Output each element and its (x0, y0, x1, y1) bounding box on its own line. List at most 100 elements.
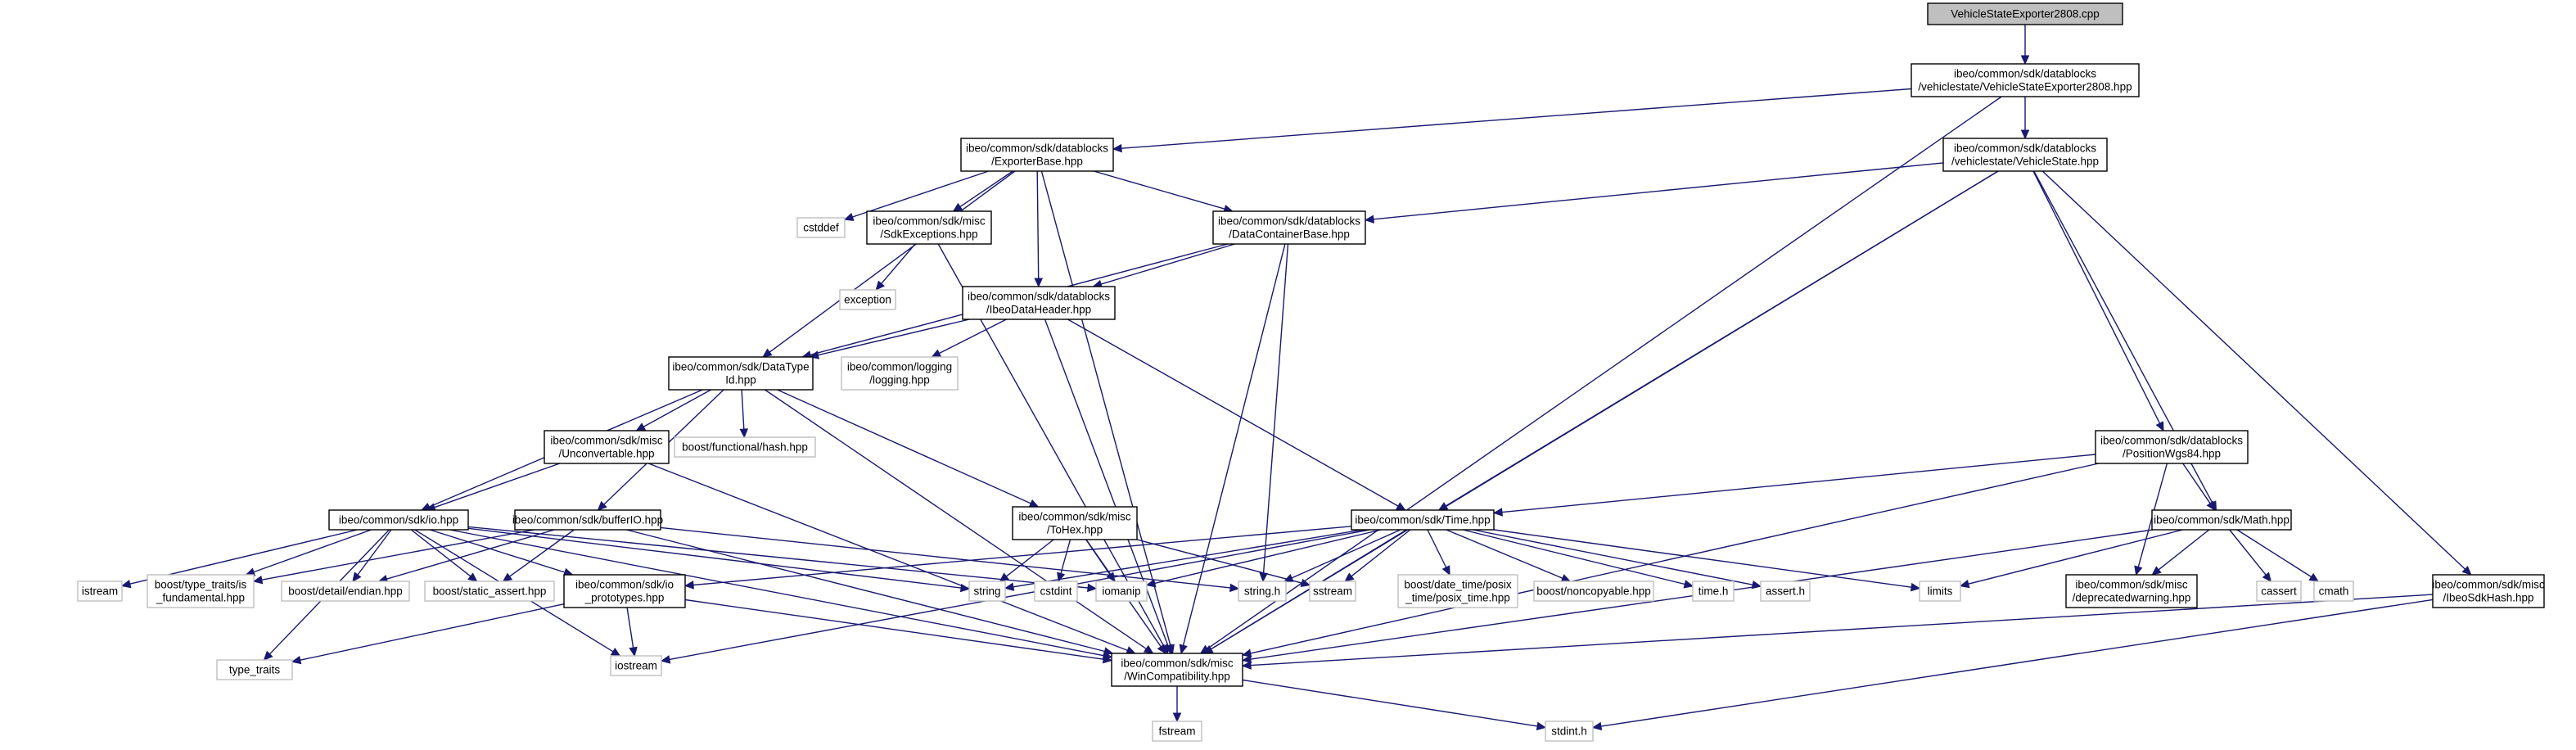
node-endian: boost/detail/endian.hpp (281, 581, 410, 602)
node-exporterbase[interactable]: ibeo/common/sdk/datablocks/ExporterBase.… (960, 138, 1114, 172)
node-box-sstream (1309, 581, 1356, 602)
node-box-stdint (1545, 721, 1594, 742)
node-box-unconvertable (544, 430, 670, 464)
node-vehiclestate[interactable]: ibeo/common/sdk/datablocks/vehiclestate/… (1942, 138, 2108, 172)
node-time_h: time.h (1692, 581, 1735, 602)
arrowhead-root-to-vse_hpp (2020, 55, 2030, 66)
node-box-sdkexceptions (866, 210, 992, 245)
arrowhead-ibeodataheader-to-logging (931, 349, 942, 358)
node-istream: istream (77, 581, 123, 602)
node-io_prototypes[interactable]: ibeo/common/sdk/io_prototypes.hpp (563, 574, 686, 608)
edge-ibeosdkhash-to-wincompat (1250, 594, 2434, 666)
node-label-string_h-line-0: string.h (1244, 585, 1280, 598)
node-label-string-line-0: string (973, 585, 1000, 598)
node-box-vehiclestate (1942, 138, 2108, 172)
node-label-type_traits-line-0: type_traits (229, 664, 281, 676)
node-label-math-line-0: ibeo/common/sdk/Math.hpp (2154, 514, 2290, 526)
arrowhead-exporterbase-to-sdkexceptions (952, 202, 963, 212)
edge-unconvertable-to-io (434, 463, 561, 508)
node-bufferio[interactable]: ibeo/common/sdk/bufferIO.hpp (512, 509, 663, 531)
node-label-posix_time-line-1: _time/posix_time.hpp (1405, 592, 1510, 604)
arrowhead-time-to-iostream (660, 655, 671, 664)
node-time[interactable]: ibeo/common/sdk/Time.hpp (1351, 509, 1495, 531)
node-box-time_h (1692, 581, 1735, 602)
edge-math-to-cmath (2236, 529, 2312, 578)
node-sdkexceptions[interactable]: ibeo/common/sdk/misc/SdkExceptions.hpp (866, 210, 992, 245)
node-static_assert: boost/static_assert.hpp (424, 581, 555, 602)
edge-exporterbase-to-cstddef (852, 170, 989, 218)
arrowhead-io_prototypes-to-wincompat (1102, 654, 1113, 664)
node-wincompat[interactable]: ibeo/common/sdk/misc/WinCompatibility.hp… (1111, 653, 1243, 687)
edge-io-to-string (467, 527, 962, 589)
arrowhead-datatypeid-to-hash (739, 428, 749, 439)
node-label-sdkexceptions-line-1: /SdkExceptions.hpp (880, 228, 977, 241)
node-label-wincompat-line-1: /WinCompatibility.hpp (1124, 671, 1230, 683)
node-label-assert_h-line-0: assert.h (1766, 585, 1805, 598)
node-unconvertable[interactable]: ibeo/common/sdk/misc/Unconvertable.hpp (544, 430, 670, 464)
node-positionwgs84[interactable]: ibeo/common/sdk/datablocks/PositionWgs84… (2095, 430, 2249, 464)
node-vse_hpp[interactable]: ibeo/common/sdk/datablocks/vehiclestate/… (1911, 63, 2140, 97)
arrowhead-ibeodataheader-to-time (1395, 502, 1406, 511)
node-label-iostream-line-0: iostream (615, 660, 657, 672)
node-label-vehiclestate-line-0: ibeo/common/sdk/datablocks (1954, 142, 2096, 155)
arrowhead-positionwgs84-to-math (2206, 500, 2216, 512)
node-io[interactable]: ibeo/common/sdk/io.hpp (328, 509, 469, 531)
node-label-exception-line-0: exception (844, 294, 891, 306)
node-deprecatedwarning[interactable]: ibeo/common/sdk/misc/deprecatedwarning.h… (2065, 574, 2198, 608)
edge-time-to-string_h (1291, 529, 1401, 579)
node-box-string (968, 581, 1006, 602)
edge-exporterbase-to-wincompat (1040, 170, 1171, 646)
node-box-cassert (2256, 581, 2302, 602)
arrowhead-tohex-to-sstream (1300, 578, 1311, 588)
node-label-ibeosdkhash-line-0: ibeo/common/sdk/misc (2432, 579, 2545, 591)
node-box-ibeodataheader (962, 286, 1116, 320)
node-label-cstdint-line-0: cstdint (1040, 585, 1071, 598)
edge-bufferio-to-static_assert (509, 529, 575, 577)
arrowhead-time-to-time_h (1683, 580, 1694, 589)
arrowhead-io-to-iostream (610, 647, 621, 657)
arrowhead-bufferio-to-is_fundamental (252, 575, 264, 585)
node-box-io_prototypes (563, 574, 686, 608)
edge-bufferio-to-string_h (660, 526, 1231, 589)
node-tohex[interactable]: ibeo/common/sdk/misc/ToHex.hpp (1012, 506, 1138, 540)
arrowhead-vehiclestate-to-ibeosdkhash (2461, 566, 2472, 576)
arrowhead-datatypeid-to-tohex (1028, 499, 1040, 508)
node-label-stdint-line-0: stdint.h (1551, 725, 1587, 738)
arrowhead-time-to-noncopyable (1560, 574, 1572, 582)
edge-math-to-deprecatedwarning (2158, 529, 2210, 571)
node-label-positionwgs84-line-0: ibeo/common/sdk/datablocks (2100, 435, 2243, 447)
arrowhead-bufferio-to-static_assert (502, 572, 513, 582)
node-cassert: cassert (2256, 581, 2302, 602)
node-logging: ibeo/common/logging/logging.hpp (841, 356, 959, 391)
node-box-is_fundamental (147, 574, 255, 608)
arrowhead-exporterbase-to-datatypeid (762, 348, 773, 358)
arrowhead-tohex-to-string (999, 572, 1009, 582)
node-sstream: sstream (1309, 581, 1356, 602)
node-box-datacontainerbase (1212, 210, 1366, 245)
edges-layer (120, 25, 2472, 731)
edge-io-to-endian (357, 529, 392, 576)
node-box-cstdint (1034, 581, 1078, 602)
edge-time-to-time_h (1462, 529, 1685, 585)
node-math[interactable]: ibeo/common/sdk/Math.hpp (2151, 509, 2292, 531)
node-label-datacontainerbase-line-0: ibeo/common/sdk/datablocks (1218, 215, 1360, 228)
node-ibeosdkhash[interactable]: ibeo/common/sdk/misc/IbeoSdkHash.hpp (2432, 574, 2545, 608)
arrowhead-math-to-cassert (2262, 572, 2272, 582)
node-datacontainerbase[interactable]: ibeo/common/sdk/datablocks/DataContainer… (1212, 210, 1366, 245)
node-box-hash (674, 436, 816, 458)
arrowhead-wincompat-to-fstream (1172, 712, 1182, 723)
edge-time-to-iostream (669, 529, 1370, 661)
node-box-wincompat (1111, 653, 1243, 687)
node-ibeodataheader[interactable]: ibeo/common/sdk/datablocks/IbeoDataHeade… (962, 286, 1116, 320)
node-label-bufferio-line-0: ibeo/common/sdk/bufferIO.hpp (512, 514, 663, 526)
node-box-assert_h (1760, 581, 1811, 602)
node-fstream: fstream (1152, 721, 1202, 742)
edge-tohex-to-string (1005, 539, 1054, 577)
edge-datatypeid-to-tohex (777, 389, 1031, 504)
node-label-datatypeid-line-0: ibeo/common/sdk/DataType (672, 361, 809, 373)
node-cmath: cmath (2313, 581, 2354, 602)
node-box-string_h (1238, 581, 1287, 602)
edge-bufferio-to-wincompat (626, 529, 1105, 653)
node-root[interactable]: VehicleStateExporter2808.cpp (1927, 2, 2123, 25)
